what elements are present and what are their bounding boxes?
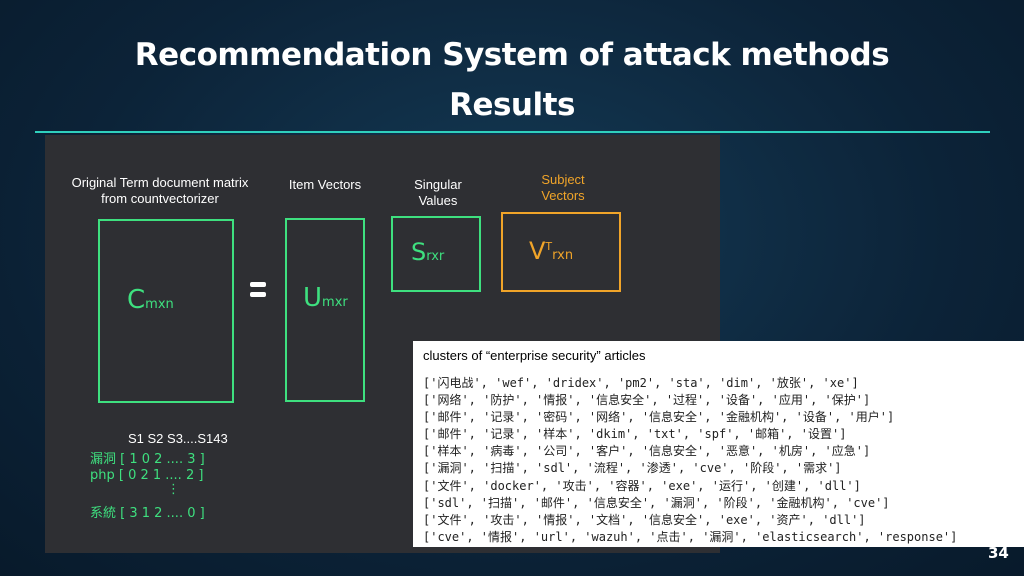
slide-title-line2: Results (449, 87, 575, 123)
matrix-c-box (98, 219, 234, 403)
matrix-row-2: php [ 0 2 1 .... 2 ] (90, 468, 204, 483)
cluster-line: ['邮件', '记录', '样本', 'dkim', 'txt', 'spf',… (423, 427, 847, 442)
symbol-u-sub: mxr (322, 295, 348, 310)
matrix-row-1: 漏洞 [ 1 0 2 .... 3 ] (90, 452, 205, 467)
symbol-s-sub: rxr (426, 249, 445, 264)
clusters-panel: clusters of “enterprise security” articl… (413, 341, 1024, 547)
label-subject-vectors: Subject Vectors (541, 172, 585, 203)
label-singular-values: Singular Values (414, 177, 462, 208)
slide-title: Recommendation System of attack methods … (0, 30, 1024, 130)
matrix-u-box (285, 218, 365, 402)
matrix-row-ellipsis: ⋮ (167, 482, 180, 497)
label-item-vectors: Item Vectors (288, 177, 362, 192)
matrix-s-box (391, 216, 481, 292)
cluster-line: ['cve', '情报', 'url', 'wazuh', '点击', '漏洞'… (423, 529, 958, 544)
symbol-v: VTrxn (529, 237, 573, 265)
matrix-column-header: S1 S2 S3....S143 (128, 431, 228, 446)
cluster-line: ['漏洞', '扫描', 'sdl', '流程', '渗透', 'cve', '… (423, 461, 842, 476)
symbol-u-main: U (303, 283, 323, 313)
cluster-line: ['文件', '攻击', '情报', '文档', '信息安全', 'exe', … (423, 512, 866, 527)
symbol-u: Umxr (303, 283, 348, 313)
symbol-s: Srxr (411, 238, 444, 266)
symbol-c-sub: mxn (145, 297, 174, 312)
page-number: 34 (988, 544, 1009, 562)
slide-title-line1: Recommendation System of attack methods (134, 37, 890, 73)
symbol-c-main: C (127, 285, 146, 315)
symbol-s-main: S (411, 238, 427, 266)
symbol-v-sup: T (545, 240, 553, 253)
cluster-line: ['样本', '病毒', '公司', '客户', '信息安全', '恶意', '… (423, 444, 871, 459)
cluster-line: ['文件', 'docker', '攻击', '容器', 'exe', '运行'… (423, 478, 861, 493)
symbol-c: Cmxn (127, 285, 174, 315)
cluster-line: ['闪电战', 'wef', 'dridex', 'pm2', 'sta', '… (423, 376, 859, 390)
cluster-line: ['邮件', '记录', '密码', '网络', '信息安全', '金融机构',… (423, 410, 895, 425)
symbol-v-main: V (529, 237, 546, 265)
clusters-code-block: ['闪电战', 'wef', 'dridex', 'pm2', 'sta', '… (423, 375, 957, 546)
matrix-v-box (501, 212, 621, 292)
label-original-matrix: Original Term document matrix from count… (71, 175, 249, 206)
cluster-line: ['网络', '防护', '情报', '信息安全', '过程', '设备', '… (423, 393, 871, 408)
matrix-row-3: 系統 [ 3 1 2 .... 0 ] (90, 506, 205, 521)
cluster-line: ['sdl', '扫描', '邮件', '信息安全', '漏洞', '阶段', … (423, 495, 890, 510)
title-divider (35, 131, 990, 133)
symbol-v-sub: rxn (552, 248, 574, 263)
clusters-caption: clusters of “enterprise security” articl… (423, 348, 646, 363)
equals-sign (250, 282, 266, 302)
